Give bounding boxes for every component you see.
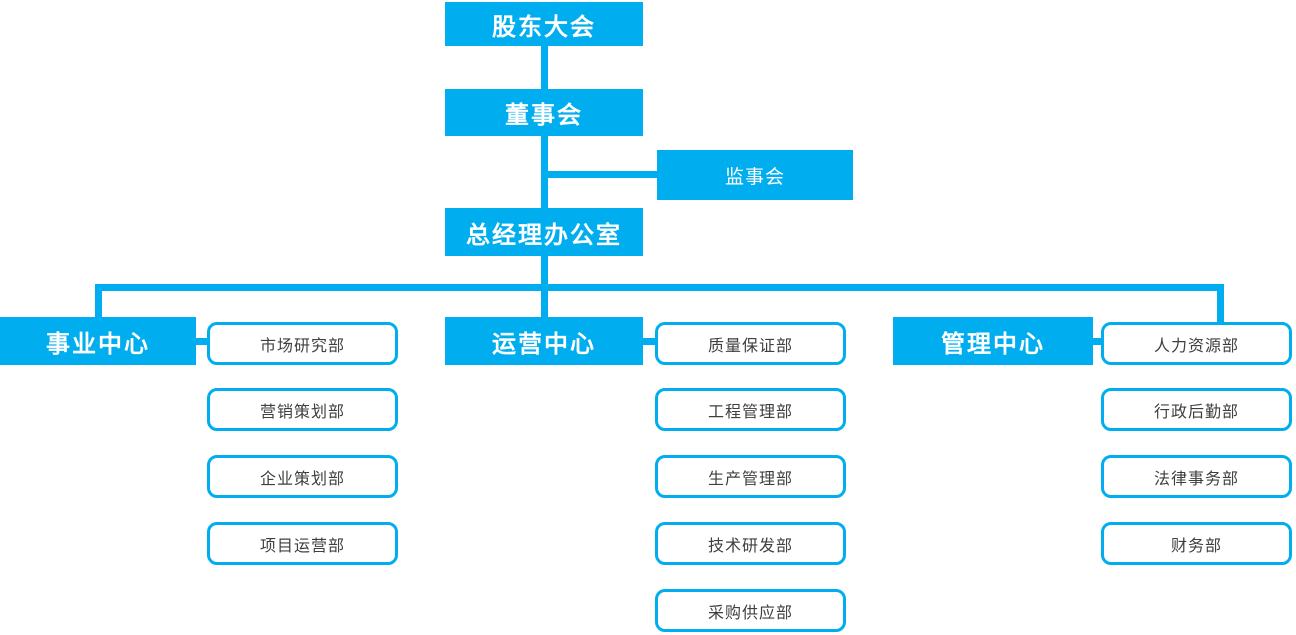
dept-procurement-supply: 采购供应部 (655, 589, 846, 632)
dept-human-resources: 人力资源部 (1101, 322, 1292, 365)
dept-marketing-planning: 营销策划部 (207, 388, 398, 431)
connector-stub-operations-center (642, 338, 657, 345)
connector-centers-distribution-line (95, 284, 1224, 291)
node-board-of-directors: 董事会 (445, 89, 643, 136)
dept-admin-logistics: 行政后勤部 (1101, 388, 1292, 431)
connector-drop-business-center (95, 289, 102, 318)
dept-quality-assurance: 质量保证部 (655, 322, 846, 365)
node-center-operations: 运营中心 (445, 317, 643, 365)
dept-legal-affairs: 法律事务部 (1101, 455, 1292, 498)
node-shareholders-meeting: 股东大会 (445, 2, 643, 46)
connector-to-supervisory-board (545, 171, 660, 178)
dept-project-operations: 项目运营部 (207, 522, 398, 565)
connector-drop-management-column (1217, 289, 1224, 323)
connector-stub-business-center (194, 338, 209, 345)
node-gm-office: 总经理办公室 (445, 208, 643, 256)
dept-production-management: 生产管理部 (655, 455, 846, 498)
connector-stub-management-center (1092, 338, 1103, 345)
dept-engineering-management: 工程管理部 (655, 388, 846, 431)
node-supervisory-board: 监事会 (657, 150, 853, 200)
dept-technology-rd: 技术研发部 (655, 522, 846, 565)
connector-board-to-gm-office (541, 135, 548, 209)
connector-shareholders-to-board (541, 46, 548, 90)
dept-finance: 财务部 (1101, 522, 1292, 565)
dept-corporate-planning: 企业策划部 (207, 455, 398, 498)
node-center-business: 事业中心 (0, 317, 196, 365)
dept-market-research: 市场研究部 (207, 322, 398, 365)
node-center-management: 管理中心 (893, 317, 1093, 365)
